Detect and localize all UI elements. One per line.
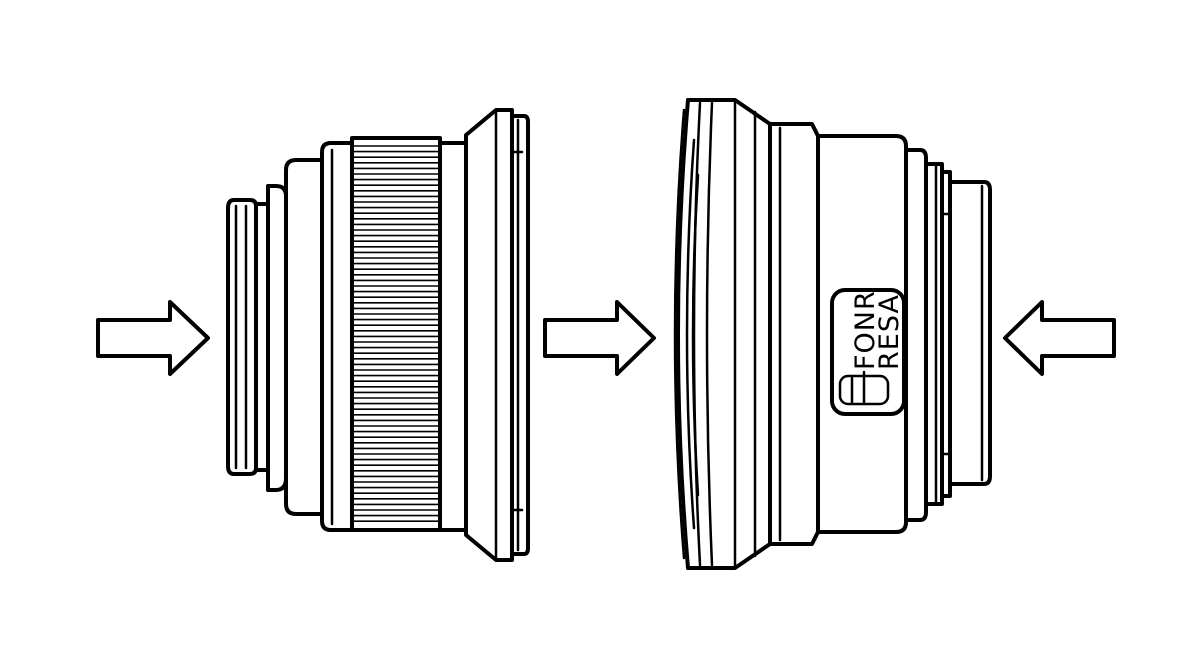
- right-lens-rear-step-2: [924, 162, 944, 506]
- right-lens-rear-mount: [940, 170, 952, 498]
- left-lens-focus-ring: [350, 136, 442, 532]
- left-lens-focus-ring-grip: [354, 145, 438, 523]
- left-lens-rear-ring-outer: [226, 198, 258, 476]
- arrow-right-icon-2: [543, 300, 656, 376]
- right-lens-barrel: [768, 122, 820, 546]
- left-lens-front-barrel: [438, 141, 468, 532]
- arrow-right-icon-1: [96, 300, 210, 376]
- left-lens: [226, 108, 530, 562]
- left-lens-step-2: [284, 158, 324, 516]
- left-lens-barrel: [320, 141, 354, 532]
- right-lens-rear-cap: [948, 180, 992, 486]
- af-mf-switch-panel: [830, 288, 906, 416]
- right-lens-front-element: [676, 98, 690, 570]
- right-lens: FONR RESA: [673, 98, 992, 570]
- left-lens-front-flange: [464, 108, 514, 562]
- switch-label-line2: RESA: [874, 294, 905, 370]
- left-lens-front-bayonet: [510, 114, 530, 556]
- right-lens-front-rim: [686, 98, 772, 570]
- left-lens-rear-step: [266, 184, 288, 492]
- right-lens-rear-step-1: [904, 148, 928, 522]
- switch-label-line1: FONR: [850, 290, 881, 370]
- arrow-left-icon: [1003, 300, 1116, 376]
